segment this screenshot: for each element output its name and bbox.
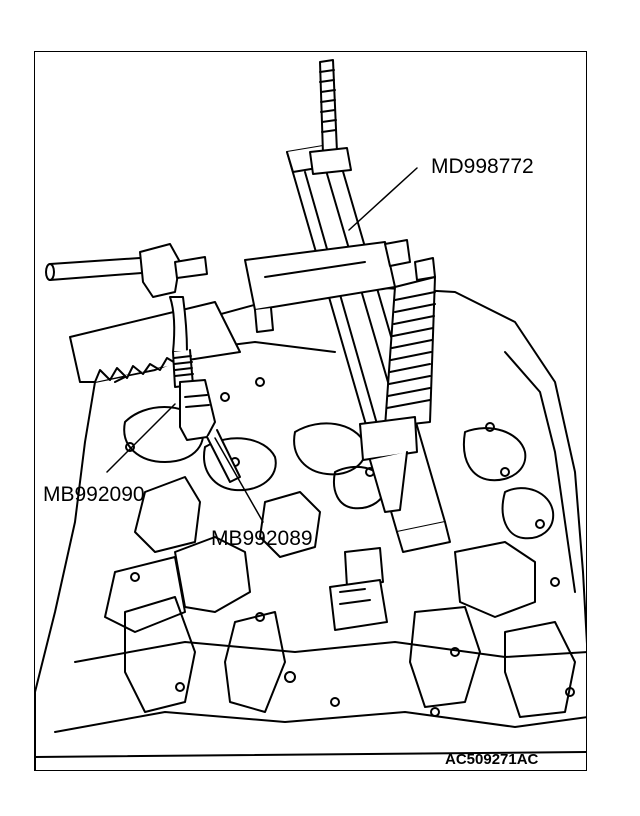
label-mb992089: MB992089 [211, 527, 313, 550]
leader-lines [106, 167, 418, 523]
illustration [35, 59, 586, 770]
leader-mb992090 [106, 403, 176, 473]
figure-id: AC509271AC [445, 751, 539, 768]
leader-md998772 [348, 167, 418, 231]
cylinder-head [35, 286, 586, 770]
t-handle-tool [45, 243, 241, 483]
leader-mb992089 [214, 437, 264, 523]
valve-spring-compressor [244, 59, 451, 631]
illustration-frame: MD998772 MB992090 MB992089 AC509271AC [34, 51, 587, 771]
label-mb992090: MB992090 [43, 483, 145, 506]
label-md998772: MD998772 [431, 155, 534, 178]
